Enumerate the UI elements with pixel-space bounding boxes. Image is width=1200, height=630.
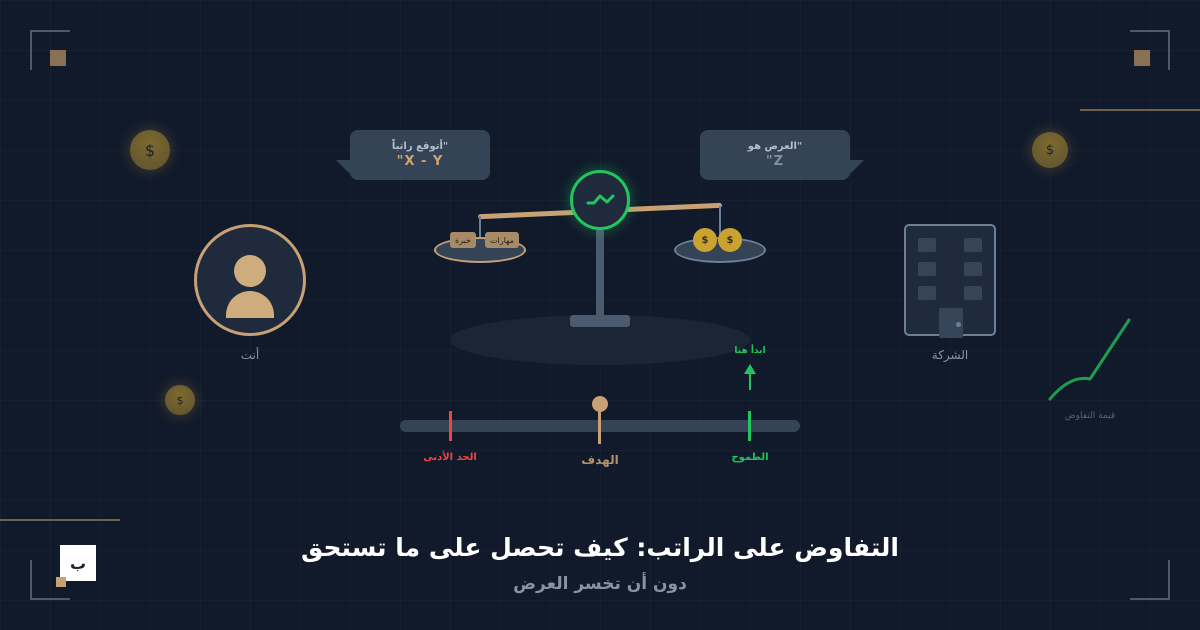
ambition-label: الطموح [731, 452, 769, 463]
bubble-tail [850, 160, 864, 174]
decor-line [1080, 109, 1200, 111]
target-pin-head [592, 396, 608, 412]
range-marker-target [598, 404, 601, 444]
dollar-coin-icon: $ [693, 228, 717, 252]
person-icon-body [226, 291, 274, 318]
pan-string [719, 206, 721, 238]
logo-accent-square [56, 577, 66, 587]
window [918, 262, 936, 276]
target-label: الهدف [581, 453, 619, 467]
you-label: أنت [240, 348, 260, 362]
bubble-text: "أتوقع راتباً [391, 141, 449, 152]
trend-pivot-icon [570, 170, 630, 230]
chart-label: قيمة التفاوض [1064, 411, 1116, 421]
scale-base [570, 315, 630, 327]
pan-string [479, 216, 481, 240]
bubble-value: Z" [765, 154, 785, 169]
scale-beam-left [477, 209, 579, 220]
corner-bracket-top-left [30, 30, 70, 70]
skill-tag: خبرة [450, 232, 476, 248]
decor-square [1134, 50, 1150, 66]
scale-pole [596, 225, 604, 320]
page-subtitle: دون أن تخسر العرض [513, 574, 687, 594]
corner-bracket-top-right [1130, 30, 1170, 70]
decor-line [0, 519, 120, 521]
corner-bracket-bottom-right [1130, 560, 1170, 600]
range-marker-ambition [748, 411, 751, 441]
trend-zigzag-icon [586, 194, 615, 205]
window [964, 238, 982, 252]
speech-bubble-company: "العرض هو Z" [700, 130, 850, 180]
scale-beam-right [621, 202, 723, 213]
dollar-coin-icon: $ [718, 228, 742, 252]
door-knob [956, 322, 961, 327]
brand-logo: ب [60, 545, 96, 581]
bubble-value: X - Y" [396, 154, 444, 169]
bubble-tail [336, 160, 350, 174]
dollar-coin-icon: $ [130, 130, 170, 170]
window [964, 286, 982, 300]
corner-bracket-bottom-left [30, 560, 70, 600]
person-icon-head [234, 255, 266, 287]
window [964, 262, 982, 276]
arrow-up-icon [744, 364, 756, 390]
negotiation-value-chart [1048, 318, 1131, 401]
door [939, 308, 963, 338]
min-label: الحد الأدنى [423, 452, 477, 463]
decor-square [50, 50, 66, 66]
building-icon [904, 224, 996, 338]
skill-tag: مهارات [485, 232, 520, 248]
dollar-coin-icon: $ [1032, 132, 1068, 168]
speech-bubble-candidate: "أتوقع راتباً X - Y" [350, 130, 490, 180]
window [918, 238, 936, 252]
avatar-you [194, 224, 306, 336]
company-label: الشركة [931, 348, 969, 362]
range-marker-min [449, 411, 452, 441]
start-here-label: ابدأ هنا [734, 346, 766, 356]
window [918, 286, 936, 300]
page-title: التفاوض على الراتب: كيف تحصل على ما تستح… [300, 533, 900, 562]
dollar-coin-icon: $ [165, 385, 195, 415]
bubble-text: "العرض هو [747, 141, 803, 152]
